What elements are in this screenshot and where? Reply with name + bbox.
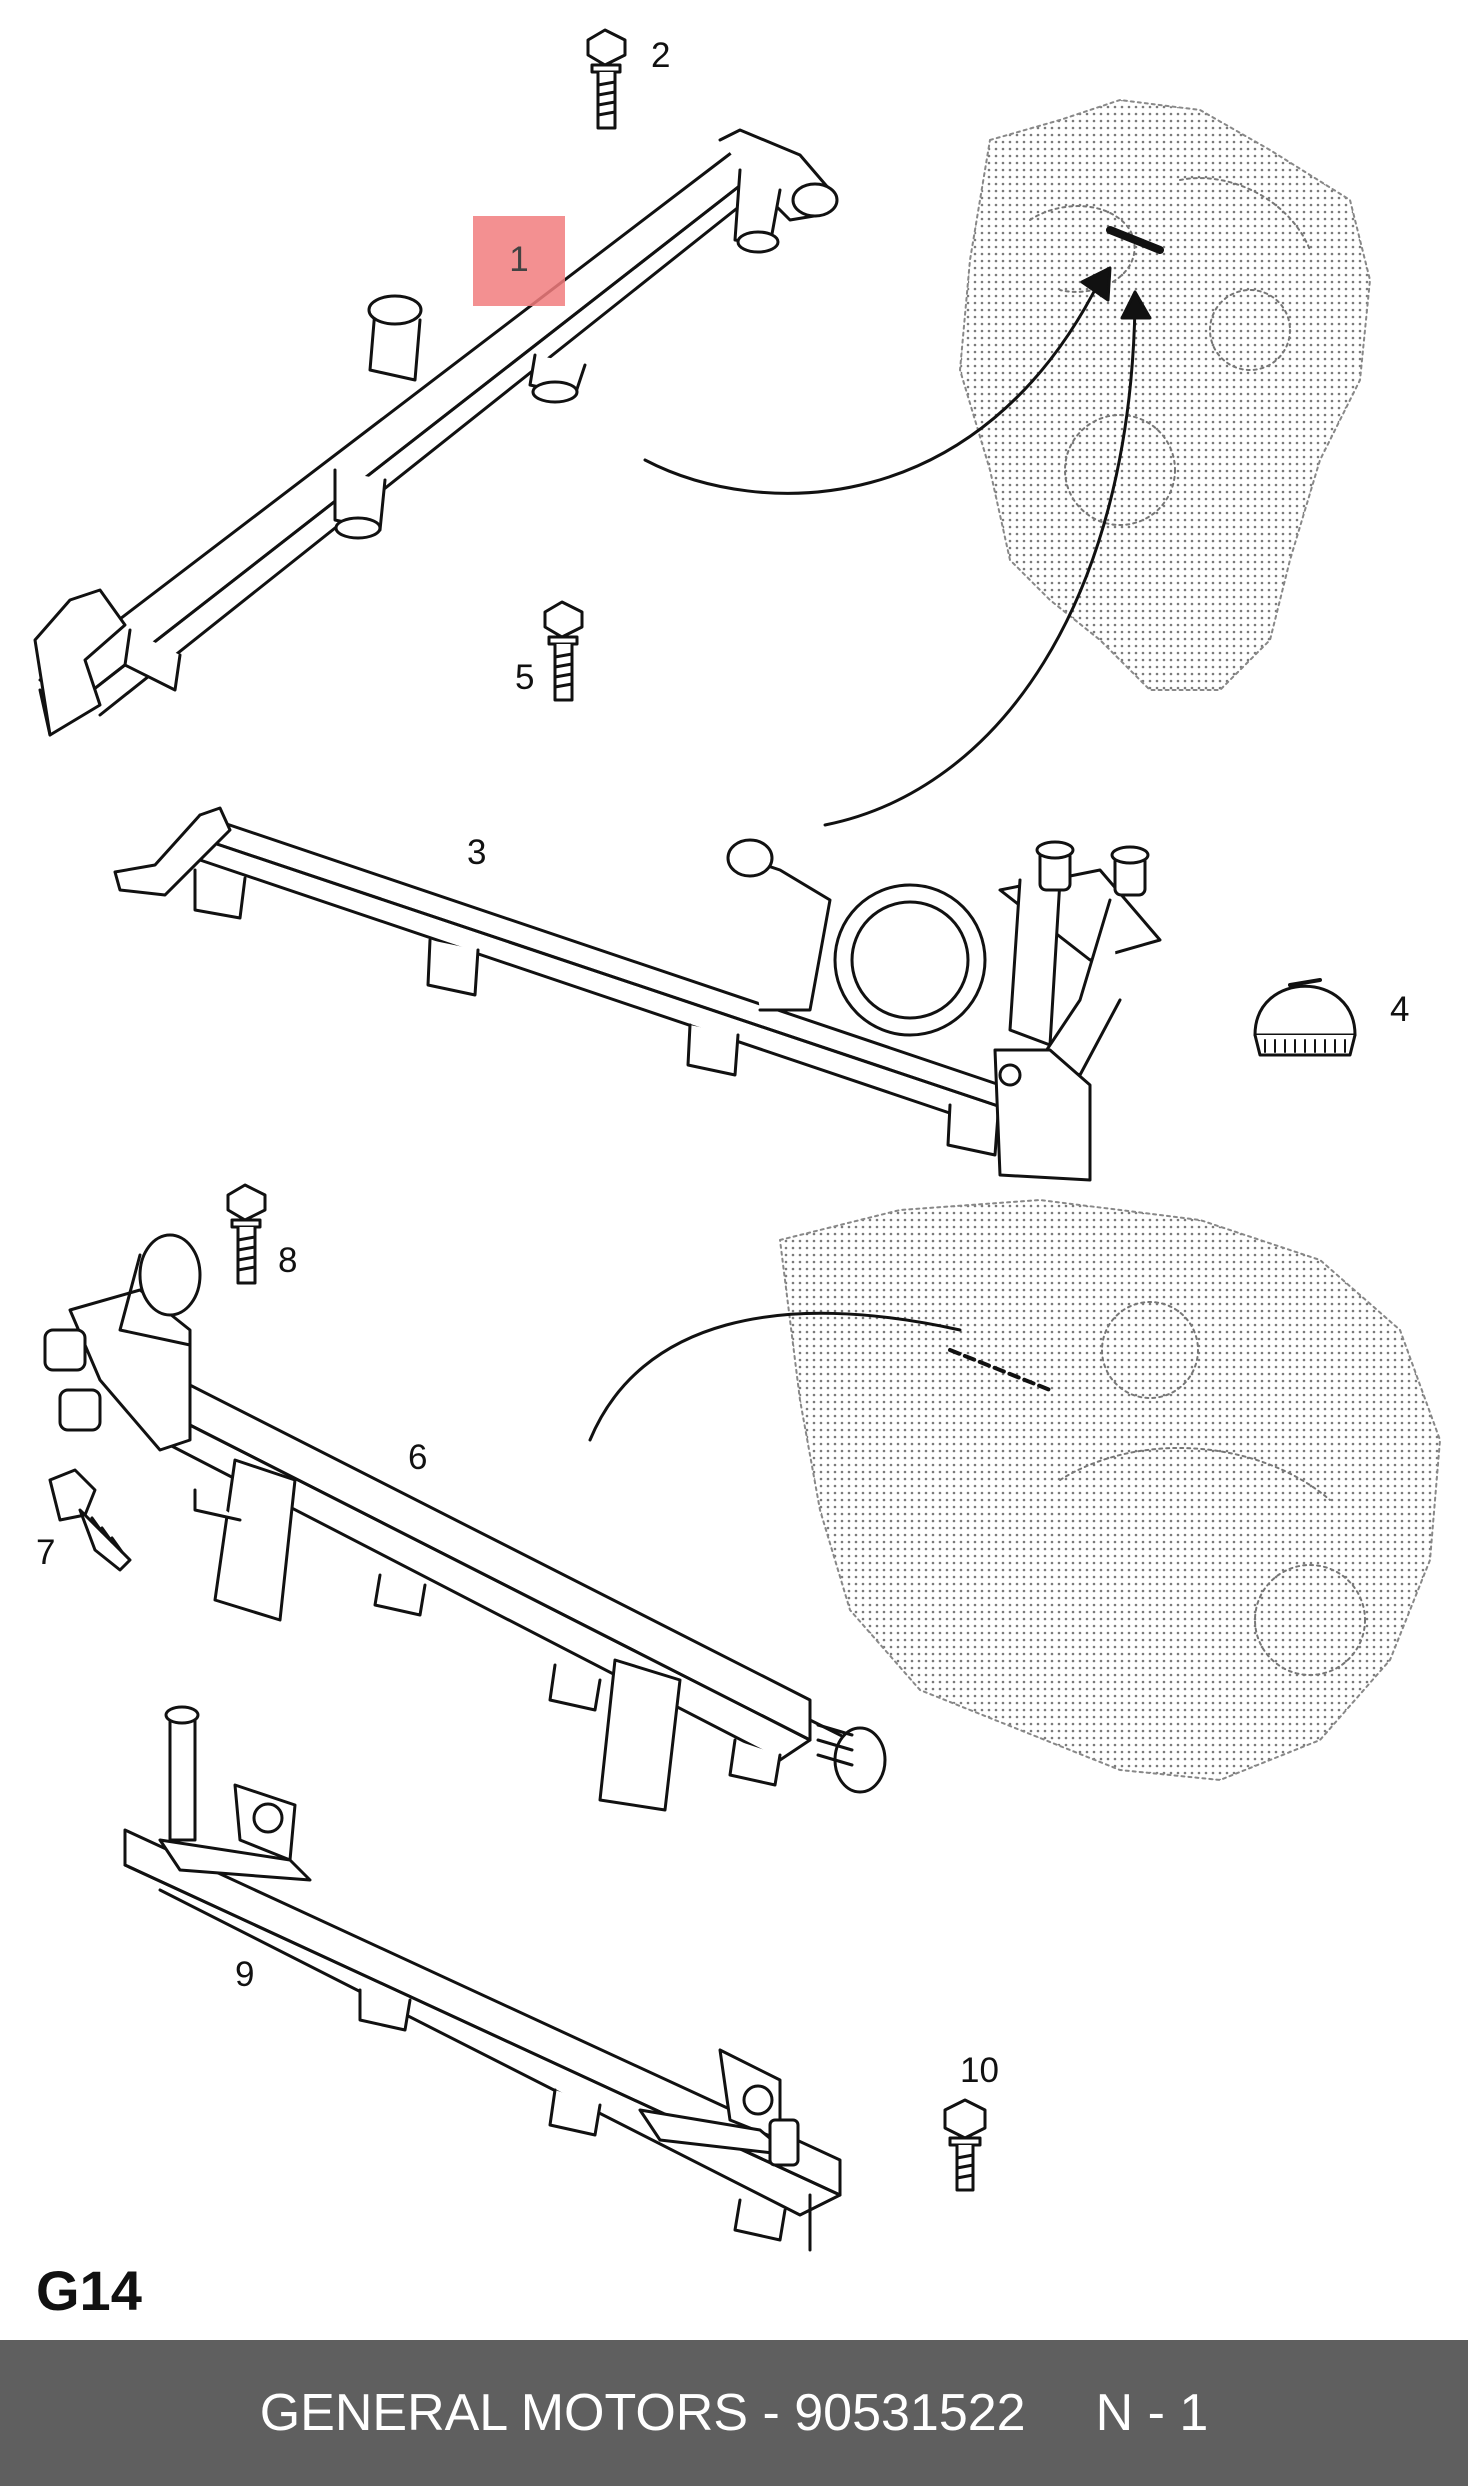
callout-10: 10 — [960, 2051, 999, 2090]
part-4-cap — [1253, 978, 1357, 1057]
callout-8: 8 — [278, 1241, 298, 1280]
footer-quantity: N - 1 — [1095, 2384, 1209, 2442]
part-10-bolt — [943, 2098, 987, 2192]
callout-5: 5 — [515, 658, 535, 697]
part-6-fuel-rail — [43, 1233, 887, 1812]
footer-bar: GENERAL MOTORS - 90531522 N - 1 — [0, 2340, 1468, 2486]
footer-brand-part-number: GENERAL MOTORS - 90531522 — [259, 2384, 1026, 2442]
engine-silhouette-lower — [779, 1199, 1441, 1781]
callout-6: 6 — [408, 1438, 428, 1477]
callout-1: 1 — [509, 240, 529, 279]
section-code: G14 — [36, 2259, 142, 2322]
arrow-part3-to-engine — [823, 290, 1152, 827]
callout-2: 2 — [651, 36, 671, 75]
highlighted-part-marker: 1 — [473, 216, 565, 306]
part-2-bolt — [586, 28, 627, 130]
callout-9: 9 — [235, 1955, 255, 1994]
arrow-part1-to-engine — [643, 266, 1112, 495]
part-8-bolt — [226, 1183, 267, 1285]
leader-part6-to-engine — [588, 1311, 962, 1442]
callout-3: 3 — [467, 833, 487, 872]
part-9-fuel-rail — [123, 1705, 842, 2252]
callout-7: 7 — [36, 1533, 56, 1572]
part-3-fuel-rail — [113, 806, 1162, 1182]
part-7-connector — [48, 1468, 132, 1572]
callout-4: 4 — [1390, 990, 1410, 1029]
exploded-parts-diagram — [33, 28, 1441, 2252]
engine-silhouette-upper — [959, 99, 1371, 691]
part-5-bolt — [543, 600, 584, 702]
part-1-fuel-rail — [33, 128, 839, 737]
